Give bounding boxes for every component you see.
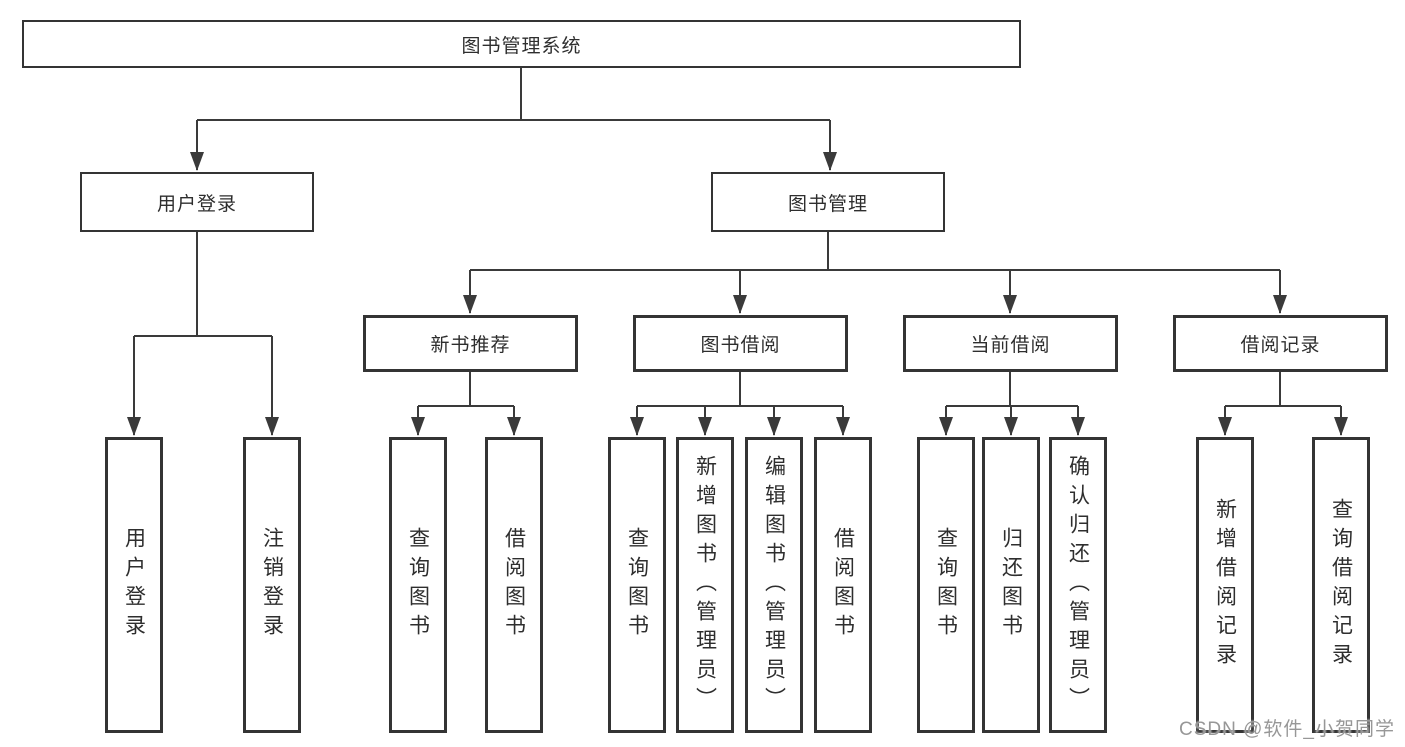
node-root-system: 图书管理系统 [22,20,1021,68]
leaf-edit-book-admin: 编辑图书（管理员） [745,437,803,733]
leaf-add-borrow-record: 新增借阅记录 [1196,437,1254,733]
csdn-watermark: CSDN @软件_小贺同学 [1179,719,1395,740]
leaf-query-borrow-record: 查询借阅记录 [1312,437,1370,733]
leaf-logout: 注销登录 [243,437,301,733]
leaf-query-books-borrow: 查询图书 [608,437,666,733]
leaf-borrow-books-recommend: 借阅图书 [485,437,543,733]
leaf-return-book: 归还图书 [982,437,1040,733]
leaf-query-books-recommend: 查询图书 [389,437,447,733]
node-current-borrow: 当前借阅 [903,315,1118,372]
leaf-borrow-books: 借阅图书 [814,437,872,733]
node-borrow-records: 借阅记录 [1173,315,1388,372]
node-user-login: 用户登录 [80,172,314,232]
leaf-confirm-return-admin: 确认归还（管理员） [1049,437,1107,733]
node-book-management: 图书管理 [711,172,945,232]
leaf-user-login: 用户登录 [105,437,163,733]
node-new-book-recommend: 新书推荐 [363,315,578,372]
leaf-query-books-current: 查询图书 [917,437,975,733]
leaf-add-book-admin: 新增图书（管理员） [676,437,734,733]
node-book-borrow: 图书借阅 [633,315,848,372]
